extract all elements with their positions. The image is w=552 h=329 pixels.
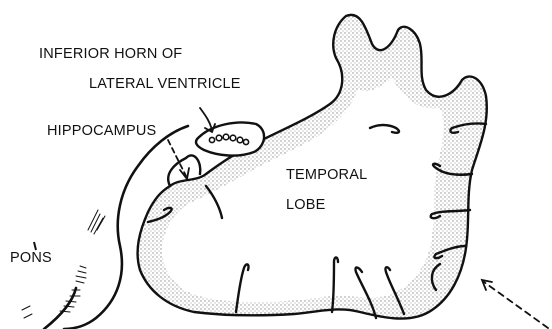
inferior-horn-label-line2: LATERAL VENTRICLE	[89, 77, 241, 92]
temporal-label-line2: LOBE	[286, 198, 326, 213]
inferior-horn-label-line1: INFERIOR HORN OF	[39, 47, 182, 62]
hippocampus-label: HIPPOCAMPUS	[47, 124, 156, 139]
hippocampus-arrow	[168, 140, 189, 179]
temporal-label-line1: TEMPORAL	[286, 168, 367, 183]
pons-mark	[34, 242, 36, 250]
pons-label: PONS	[10, 251, 52, 266]
section-arrow	[482, 280, 548, 328]
ventricle-arrow	[200, 108, 215, 132]
